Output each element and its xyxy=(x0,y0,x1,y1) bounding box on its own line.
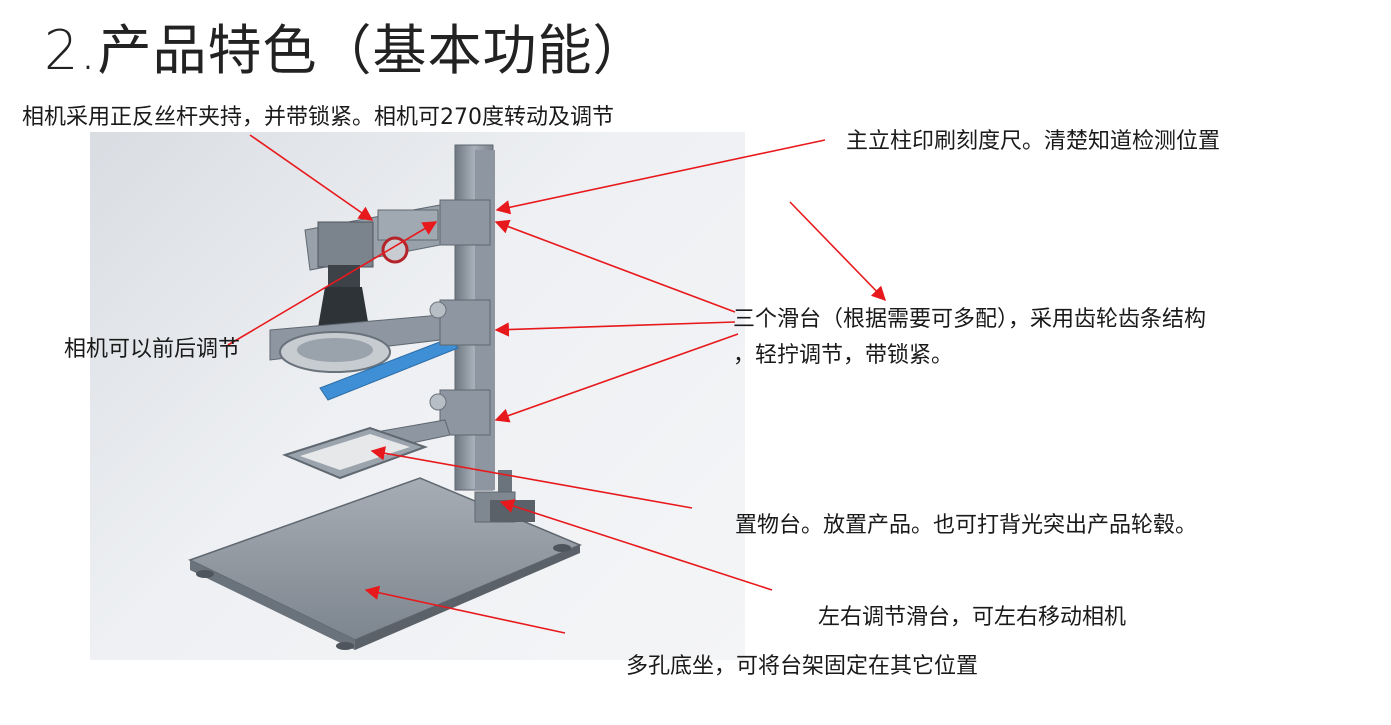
label-stage: 置物台。放置产品。也可打背光突出产品轮毂。 xyxy=(735,513,1198,538)
page-title: 2.产品特色（基本功能） xyxy=(44,19,648,82)
stage-slider xyxy=(282,389,491,480)
arrow-camera-fb xyxy=(227,221,438,346)
arrow-slider-top xyxy=(494,219,736,313)
label-camera-fb: 相机可以前后调节 xyxy=(64,337,241,362)
arrow-slider-mid xyxy=(494,321,736,337)
arrow-column-scale-2 xyxy=(789,201,887,302)
label-sliders-line1: 三个滑台（根据需要可多配），采用齿轮齿条结构 xyxy=(733,307,1207,332)
label-sliders-line2: ，轻拧调节，带锁紧。 xyxy=(733,343,954,368)
ring-light-slider xyxy=(269,299,491,401)
camera-arm xyxy=(304,199,491,271)
callout-arrows xyxy=(227,134,887,634)
arrow-camera-clamp xyxy=(249,134,374,221)
label-column-scale: 主立柱印刷刻度尺。清楚知道检测位置 xyxy=(846,129,1221,154)
arrow-column-scale xyxy=(495,139,826,215)
label-lr-slider: 左右调节滑台，可左右移动相机 xyxy=(818,605,1127,630)
arrow-stage xyxy=(370,446,693,509)
label-camera-clamp: 相机采用正反丝杆夹持，并带锁紧。相机可270度转动及调节 xyxy=(22,105,614,130)
arrow-slider-low xyxy=(494,333,739,423)
arrow-base xyxy=(364,585,566,634)
arrow-lr-slider xyxy=(499,499,773,591)
label-base: 多孔底坐，可将台架固定在其它位置 xyxy=(626,654,979,679)
